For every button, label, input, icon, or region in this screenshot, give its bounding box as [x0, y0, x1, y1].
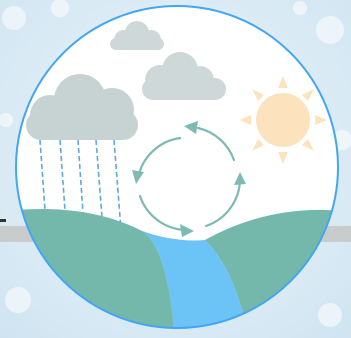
stripe-mark — [0, 219, 6, 222]
